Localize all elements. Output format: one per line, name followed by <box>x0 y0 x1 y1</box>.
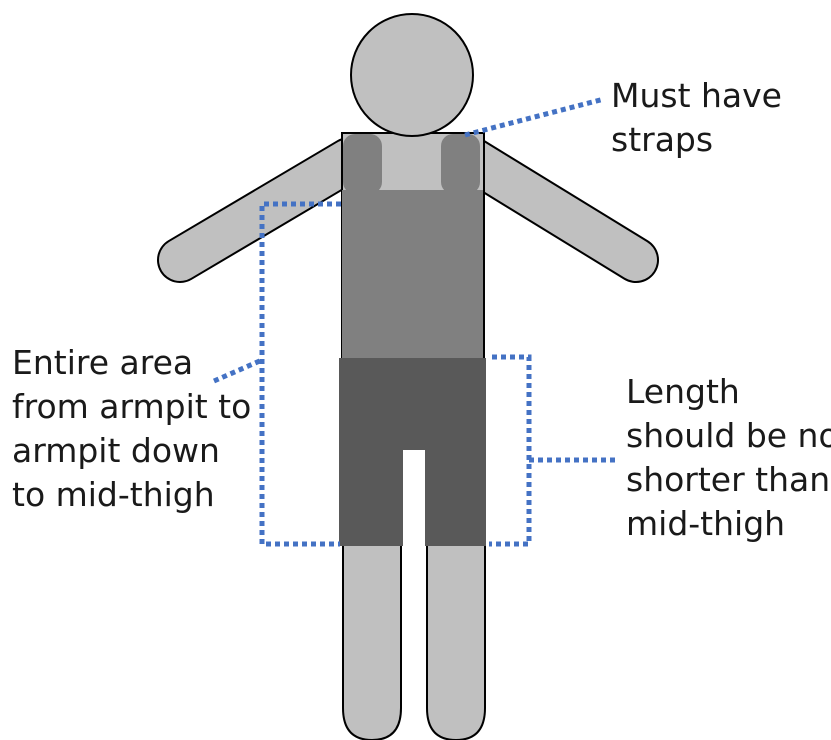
coverage-callout-bracket <box>262 204 341 544</box>
head <box>351 14 473 136</box>
length-annotation-line: Length <box>626 370 831 414</box>
length-callout-bracket <box>489 357 529 544</box>
left-strap <box>343 134 382 194</box>
coverage-annotation-line: Entire area <box>12 341 251 385</box>
coverage-annotation-line: to mid-thigh <box>12 473 251 517</box>
garment-top <box>342 190 483 362</box>
straps-annotation-line: Must have <box>611 74 782 118</box>
coverage-annotation: Entire area from armpit to armpit down t… <box>12 341 251 517</box>
right-arm-fill <box>473 160 636 260</box>
length-annotation-line: should be no <box>626 414 831 458</box>
garment-shorts <box>339 358 486 546</box>
straps-annotation-line: straps <box>611 118 782 162</box>
coverage-annotation-line: armpit down <box>12 429 251 473</box>
right-leg <box>427 520 485 740</box>
right-strap <box>441 134 480 194</box>
left-leg <box>343 520 401 740</box>
length-annotation-line: shorter than <box>626 458 831 502</box>
length-annotation: Length should be no shorter than mid-thi… <box>626 370 831 546</box>
straps-callout-line <box>465 99 604 135</box>
coverage-annotation-line: from armpit to <box>12 385 251 429</box>
straps-annotation: Must have straps <box>611 74 782 162</box>
length-annotation-line: mid-thigh <box>626 502 831 546</box>
